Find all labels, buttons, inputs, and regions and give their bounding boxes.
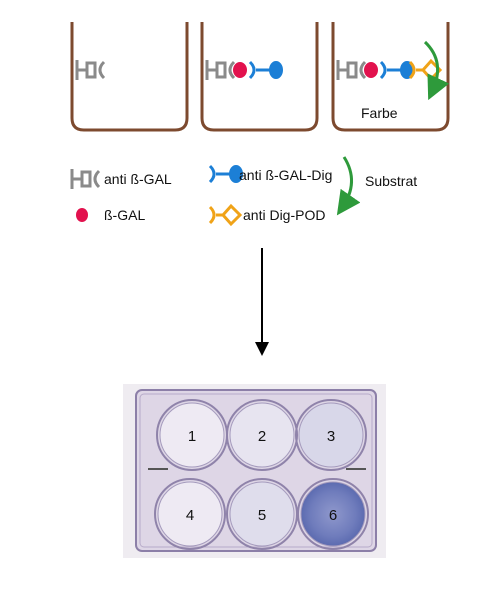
farbe-label: Farbe <box>361 105 398 121</box>
plate-well-4 <box>157 481 223 547</box>
legend: anti ß-GAL ß-GAL anti ß-GAL-Dig anti Dig… <box>70 156 417 227</box>
plate-well-5 <box>229 481 295 547</box>
six-well-plate: 1 2 3 4 5 6 <box>123 384 386 558</box>
capture-antibody-icon <box>336 60 367 80</box>
capture-antibody-icon <box>70 169 101 189</box>
capture-antibody-icon <box>75 60 106 80</box>
dig-antibody-icon <box>208 164 243 184</box>
legend-anti-bgal: anti ß-GAL <box>104 171 172 187</box>
bgal-icon <box>76 208 88 222</box>
well-rim-3 <box>295 399 367 471</box>
well-rim-4 <box>154 478 226 550</box>
well-label-5: 5 <box>258 507 266 524</box>
reaction-well-1 <box>70 22 189 132</box>
plate-well-1 <box>159 402 225 468</box>
reaction-well-3: Farbe <box>331 22 450 132</box>
legend-bgal: ß-GAL <box>104 207 145 223</box>
dig-antibody-icon <box>248 60 283 80</box>
substrate-arrow <box>336 156 361 216</box>
bgal-icon <box>364 62 378 78</box>
well-label-4: 4 <box>186 507 194 524</box>
pod-antibody-icon <box>408 58 443 82</box>
plate-well-3 <box>298 402 364 468</box>
color-reaction-arrow <box>423 40 450 101</box>
plate-well-2 <box>229 402 295 468</box>
legend-anti-dig-pod: anti Dig-POD <box>243 207 325 223</box>
plate-well-6 <box>300 481 366 547</box>
well-label-1: 1 <box>188 428 196 445</box>
dig-antibody-icon <box>379 60 414 80</box>
well-label-6: 6 <box>329 507 337 524</box>
well-label-2: 2 <box>258 428 266 445</box>
reaction-well-2 <box>200 22 319 132</box>
pod-antibody-icon <box>208 203 243 227</box>
capture-antibody-icon <box>205 60 236 80</box>
well-rim-6 <box>297 478 369 550</box>
process-arrow <box>255 248 269 356</box>
well-label-3: 3 <box>327 428 335 445</box>
legend-anti-bgal-dig: anti ß-GAL-Dig <box>239 167 332 183</box>
bgal-icon <box>233 62 247 78</box>
legend-substrat: Substrat <box>365 173 417 189</box>
